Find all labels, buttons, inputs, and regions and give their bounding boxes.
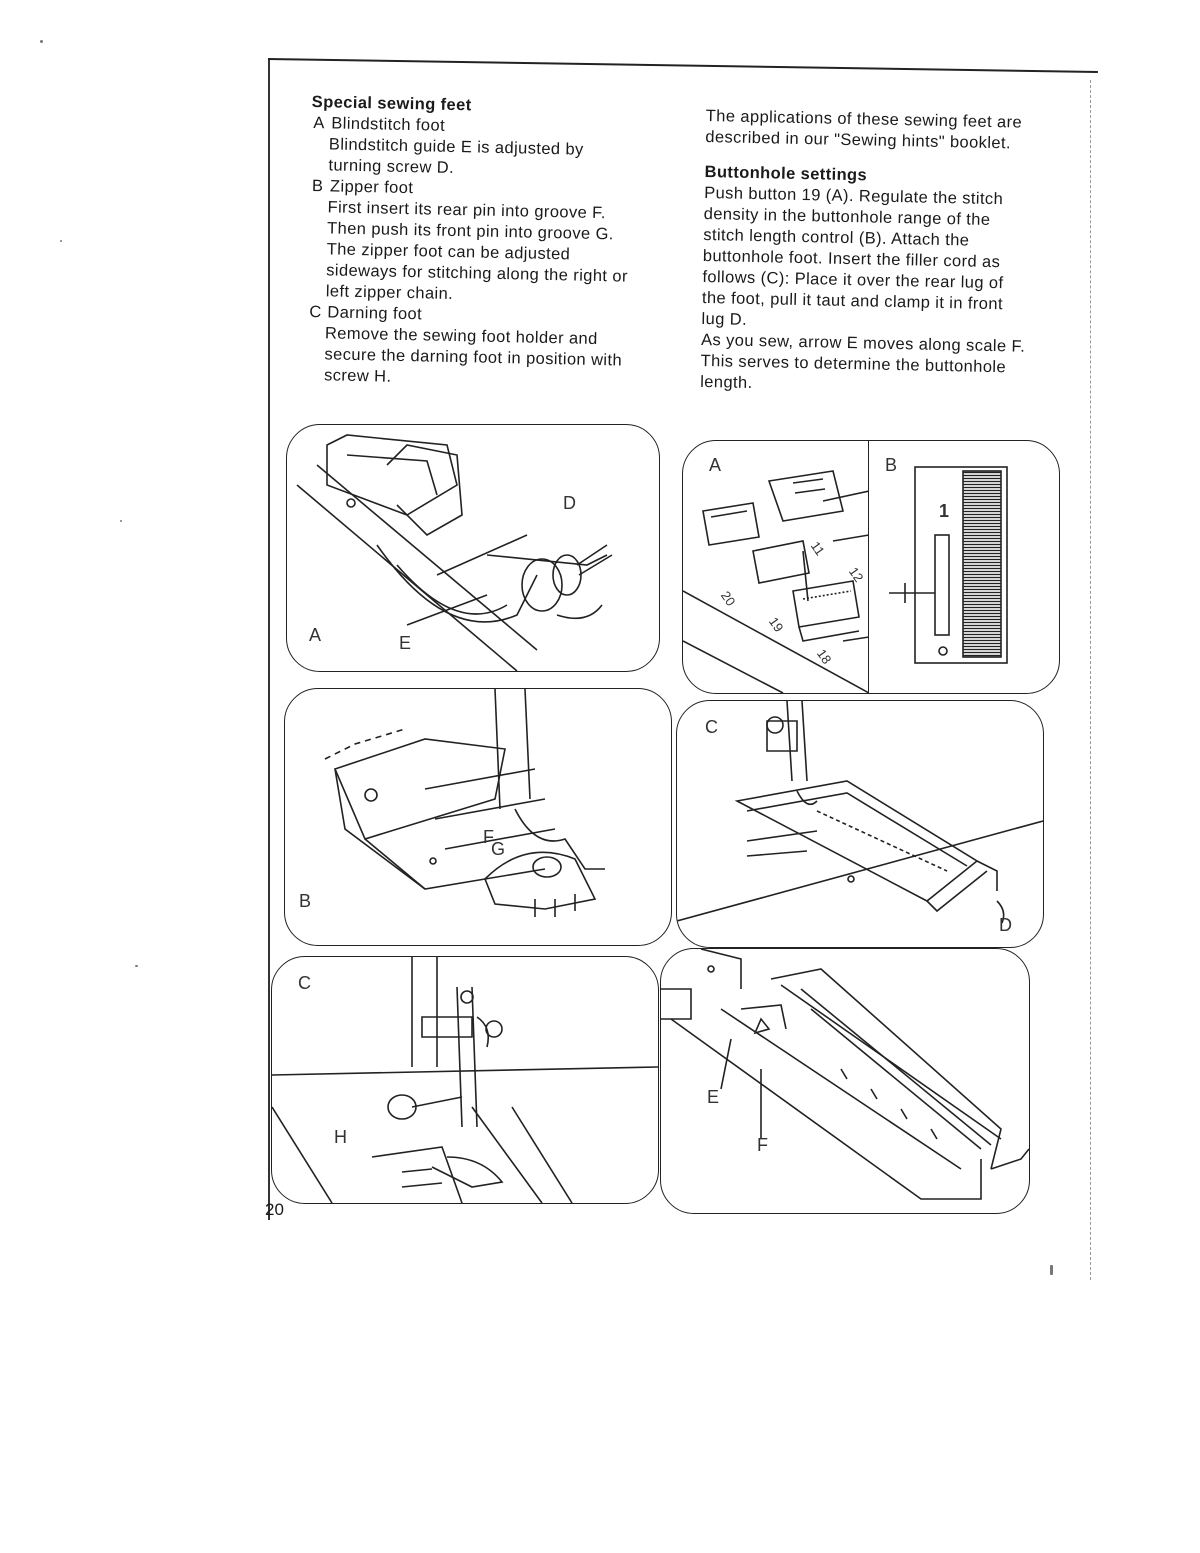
filler-cord-illustration — [677, 701, 1043, 924]
scan-speck — [1050, 1265, 1053, 1275]
page-number: 20 — [265, 1200, 284, 1219]
item-letter: B — [311, 177, 324, 196]
item-letter: A — [313, 114, 325, 133]
figure-filler-cord: C D — [676, 700, 1044, 948]
right-text-column: The applications of these sewing feet ar… — [700, 106, 1066, 400]
page-border-right — [1090, 80, 1091, 1280]
panel-label: C — [298, 973, 311, 993]
scan-speck — [40, 40, 43, 43]
stitch-length-scale-illustration — [889, 466, 1008, 664]
selector-buttons-illustration — [683, 470, 869, 693]
figure-darning-foot: C H — [271, 956, 659, 1204]
callout-label: D — [563, 493, 576, 513]
figure-blindstitch-foot: A D E — [286, 424, 660, 672]
panel-label: B — [885, 455, 898, 475]
blindstitch-foot-illustration — [296, 434, 613, 671]
arrow-scale-illustration — [661, 949, 1029, 1200]
figure-stitch-length-scale: B 1 — [868, 440, 1060, 694]
item-title: Zipper foot — [329, 177, 414, 198]
zipper-foot-illustration — [324, 689, 605, 917]
darning-foot-illustration — [272, 957, 658, 1203]
callout-label: D — [999, 915, 1012, 935]
panel-label: B — [299, 891, 312, 911]
callout-label: G — [491, 839, 506, 859]
page-border-top — [267, 58, 1098, 74]
figure-zipper-foot: B F G — [284, 688, 672, 946]
scan-speck — [60, 240, 62, 242]
item-title: Blindstitch foot — [331, 114, 446, 135]
figure-arrow-scale: E F — [660, 948, 1030, 1214]
item-letter: C — [309, 302, 322, 322]
panel-label: A — [309, 625, 322, 645]
scan-speck — [120, 520, 122, 522]
panel-label: C — [705, 717, 718, 737]
figure-selector-buttons: A 20 19 18 12 11 — [682, 440, 870, 694]
scale-tick-label: 1 — [939, 501, 950, 521]
callout-label: H — [334, 1127, 347, 1147]
scan-speck — [135, 965, 138, 967]
callout-label: E — [707, 1087, 720, 1107]
page-border-left — [268, 60, 270, 1220]
item-title: Darning foot — [327, 303, 423, 324]
callout-label: F — [757, 1135, 768, 1155]
callout-label: E — [399, 633, 412, 653]
callout-label: F — [483, 827, 494, 847]
panel-label: A — [709, 455, 722, 475]
